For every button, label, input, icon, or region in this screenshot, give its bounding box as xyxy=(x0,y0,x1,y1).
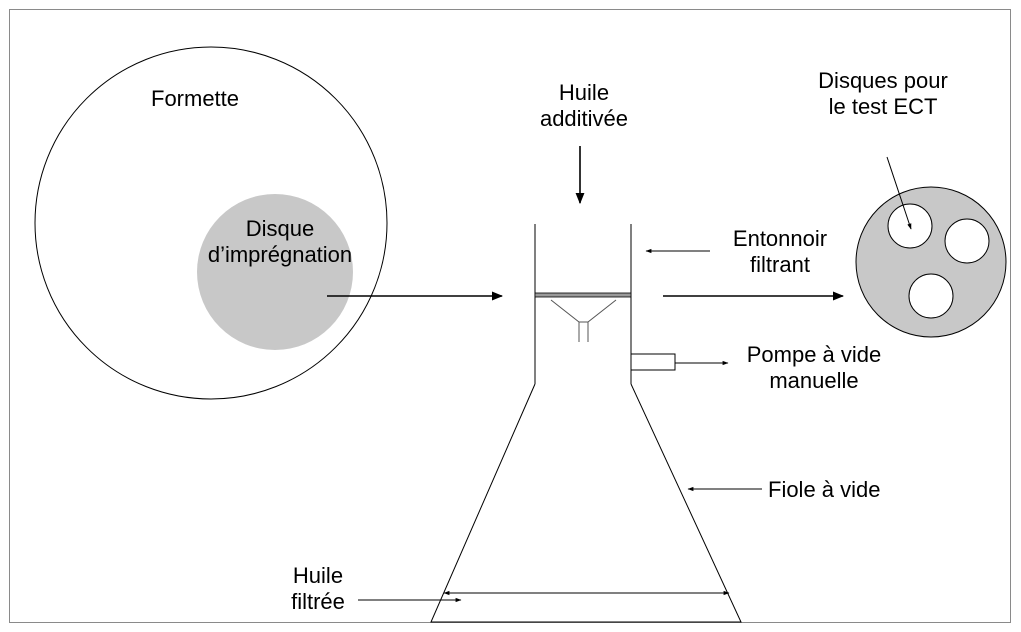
label-fiole: Fiole à vide xyxy=(768,477,881,502)
ect-hole-3 xyxy=(908,273,954,319)
formette-circle xyxy=(34,46,388,400)
label-huile-filtree-line1: Huile xyxy=(292,563,344,588)
label-entonnoir: Entonnoir filtrant xyxy=(710,226,850,278)
label-formette: Formette xyxy=(151,86,240,111)
filter-membrane xyxy=(534,292,632,298)
impregnation-disc xyxy=(197,194,353,350)
label-pompe-line2: manuelle xyxy=(769,368,859,393)
label-pompe-line1: Pompe à vide xyxy=(746,342,882,367)
label-huile-additivee-line1: Huile xyxy=(558,80,610,105)
label-disque-line1: Disque xyxy=(245,216,315,241)
label-disque-impregnation: Disque d’imprégnation xyxy=(200,216,360,268)
label-entonnoir-line2: filtrant xyxy=(750,252,810,277)
funnel-cone xyxy=(550,299,617,323)
label-disques-ect-line2: le test ECT xyxy=(828,94,938,119)
arrow-ect-label xyxy=(886,156,912,230)
label-pompe: Pompe à vide manuelle xyxy=(722,342,906,394)
label-huile-filtree-line2: filtrée xyxy=(291,589,345,614)
ect-hole-2 xyxy=(944,218,990,264)
label-huile-additivee: Huile additivée xyxy=(524,80,644,132)
label-disque-line2: d’imprégnation xyxy=(207,242,353,267)
label-huile-filtree: Huile filtrée xyxy=(268,563,368,615)
label-disques-ect-line1: Disques pour xyxy=(818,68,948,93)
label-disques-ect: Disques pour le test ECT xyxy=(803,68,963,120)
flask-body xyxy=(430,383,742,623)
label-huile-additivee-line2: additivée xyxy=(539,106,629,131)
vacuum-side-arm xyxy=(631,353,676,371)
label-entonnoir-line1: Entonnoir xyxy=(732,226,828,251)
